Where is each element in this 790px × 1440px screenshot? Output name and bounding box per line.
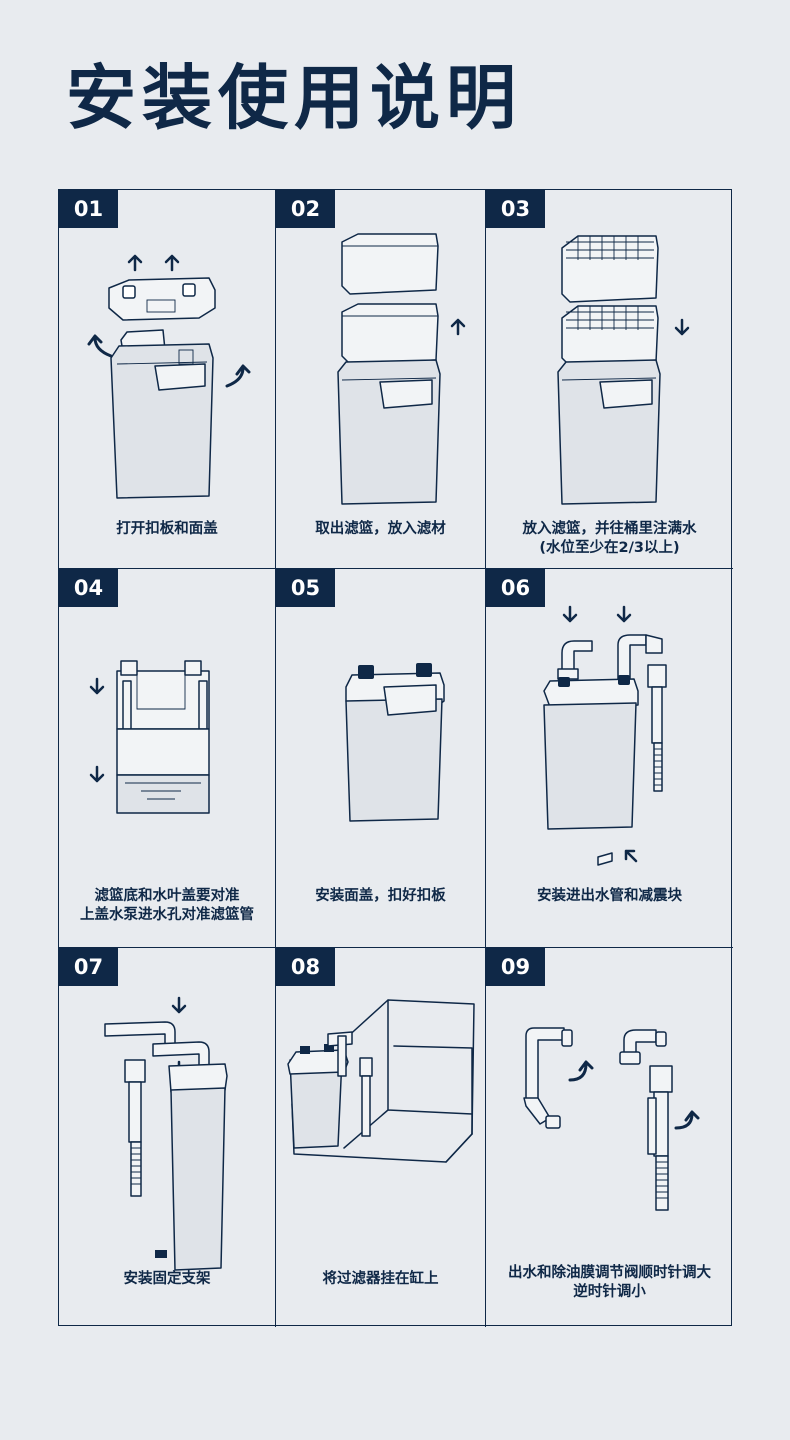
arrow-up-icon: [127, 254, 143, 272]
step-07: 07 安装固定支架: [59, 948, 276, 1327]
step-caption: 放入滤篮，并往桶里注满水(水位至少在2/3以上): [522, 521, 697, 556]
step-03: 03 放入滤篮，并往桶里注满水(水位至少在2/3以上): [486, 190, 733, 569]
install-lid-illustration: [345, 663, 445, 822]
step-caption: 滤篮底和水叶盖要对准上盖水泵进水孔对准滤篮管: [80, 888, 254, 923]
step-08: 08 将过滤器挂在缸上: [276, 948, 486, 1327]
instruction-grid: 01 打开扣板和面盖 02: [58, 189, 733, 1327]
rotate-arrow-icon: [225, 364, 251, 388]
rotate-arrow-icon: [87, 334, 113, 358]
arrow-down-icon: [616, 605, 632, 623]
page-title: 安装使用说明: [66, 57, 522, 139]
arrow-up-icon: [624, 849, 638, 863]
step-caption: 安装面盖，扣好扣板: [315, 888, 446, 904]
hang-on-tank-illustration: [287, 999, 475, 1163]
step-number: 02: [276, 190, 335, 228]
remove-basket-illustration: [337, 233, 466, 505]
step-04: 04 滤篮底和水叶盖要对准上盖水泵进水孔对准滤篮管: [59, 569, 276, 948]
step-number: 07: [59, 948, 118, 986]
step-caption: 取出滤篮，放入滤材: [315, 521, 446, 537]
arrow-down-icon: [89, 677, 105, 695]
rotate-arrow-icon: [674, 1110, 700, 1130]
step-caption: 打开扣板和面盖: [116, 521, 218, 537]
rotate-arrow-icon: [568, 1060, 594, 1082]
insert-basket-illustration: [557, 235, 690, 505]
step-caption: 安装进出水管和减震块: [537, 888, 682, 904]
arrow-down-icon: [674, 318, 690, 336]
arrow-up-icon: [450, 318, 466, 336]
step-number: 03: [486, 190, 545, 228]
install-pipes-illustration: [543, 605, 667, 866]
step-05: 05 安装面盖，扣好扣板: [276, 569, 486, 948]
step-caption: 安装固定支架: [123, 1271, 211, 1287]
step-01: 01 打开扣板和面盖: [59, 190, 276, 569]
arrow-down-icon: [89, 765, 105, 783]
step-09: 09 出水和除油膜调节阀顺时针调大逆时针调小: [486, 948, 733, 1327]
install-bracket-illustration: [104, 996, 228, 1271]
step-number: 08: [276, 948, 335, 986]
step-number: 09: [486, 948, 545, 986]
step-number: 06: [486, 569, 545, 607]
align-basket-illustration: [89, 660, 210, 814]
step-number: 04: [59, 569, 118, 607]
arrow-down-icon: [171, 996, 187, 1014]
arrow-up-icon: [164, 254, 180, 272]
step-number: 01: [59, 190, 118, 228]
adjust-valve-illustration: [523, 1027, 700, 1211]
open-lid-illustration: [87, 254, 251, 499]
step-caption: 将过滤器挂在缸上: [322, 1271, 439, 1287]
step-number: 05: [276, 569, 335, 607]
step-06: 06 安装进出水管和减震块: [486, 569, 733, 948]
step-caption: 出水和除油膜调节阀顺时针调大逆时针调小: [508, 1265, 711, 1300]
step-02: 02 取出滤篮，放入滤材: [276, 190, 486, 569]
arrow-down-icon: [562, 605, 578, 623]
